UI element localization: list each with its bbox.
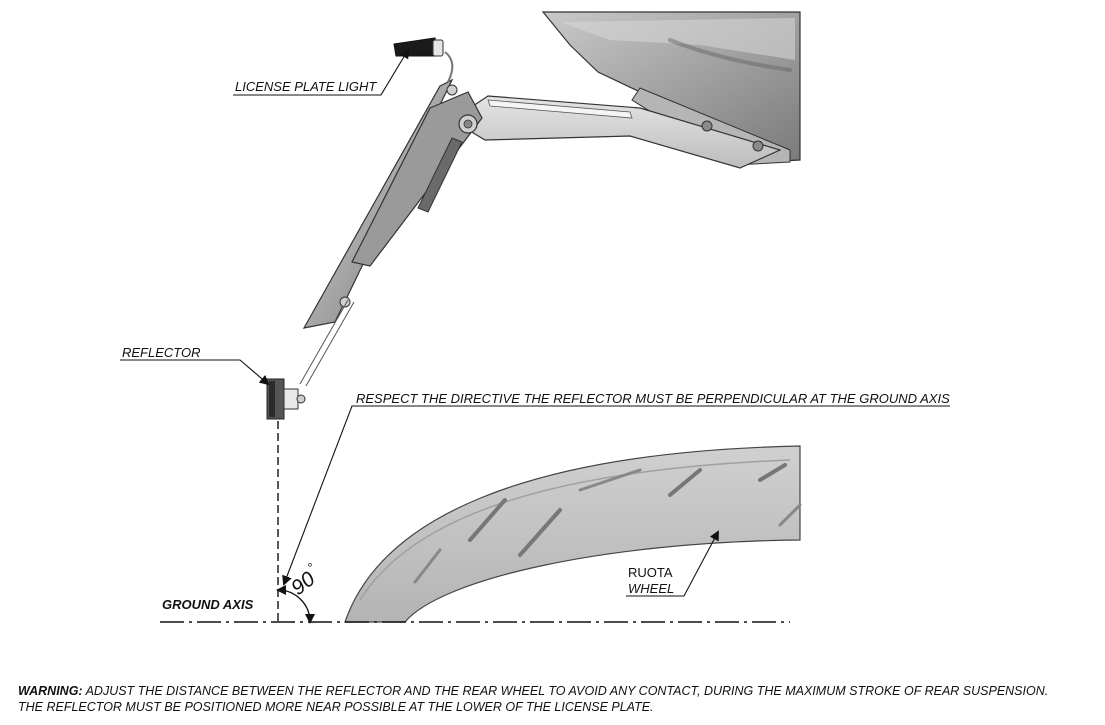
label-license-plate-light: LICENSE PLATE LIGHT — [235, 79, 377, 94]
label-ground-axis: GROUND AXIS — [162, 597, 254, 612]
warning-text-1: ADJUST THE DISTANCE BETWEEN THE REFLECTO… — [82, 684, 1049, 698]
license-plate-holder — [299, 78, 483, 387]
label-reflector: REFLECTOR — [122, 345, 201, 360]
reflector — [266, 378, 306, 420]
warning-note: WARNING: ADJUST THE DISTANCE BETWEEN THE… — [18, 683, 1098, 715]
label-wheel-it: RUOTA — [628, 565, 673, 580]
rear-wheel — [344, 445, 802, 623]
support-arm — [464, 95, 782, 169]
warning-line-1: WARNING: ADJUST THE DISTANCE BETWEEN THE… — [18, 683, 1098, 699]
leader-directive — [282, 405, 950, 586]
label-directive: RESPECT THE DIRECTIVE THE REFLECTOR MUST… — [356, 391, 950, 406]
warning-line-2: THE REFLECTOR MUST BE POSITIONED MORE NE… — [18, 700, 654, 714]
warning-prefix: WARNING: — [18, 684, 83, 698]
leader-reflector — [120, 359, 270, 386]
leader-wheel — [626, 530, 719, 597]
label-wheel-en: WHEEL — [628, 581, 674, 596]
leader-license-plate-light — [233, 48, 410, 96]
license-plate-light — [393, 37, 454, 83]
